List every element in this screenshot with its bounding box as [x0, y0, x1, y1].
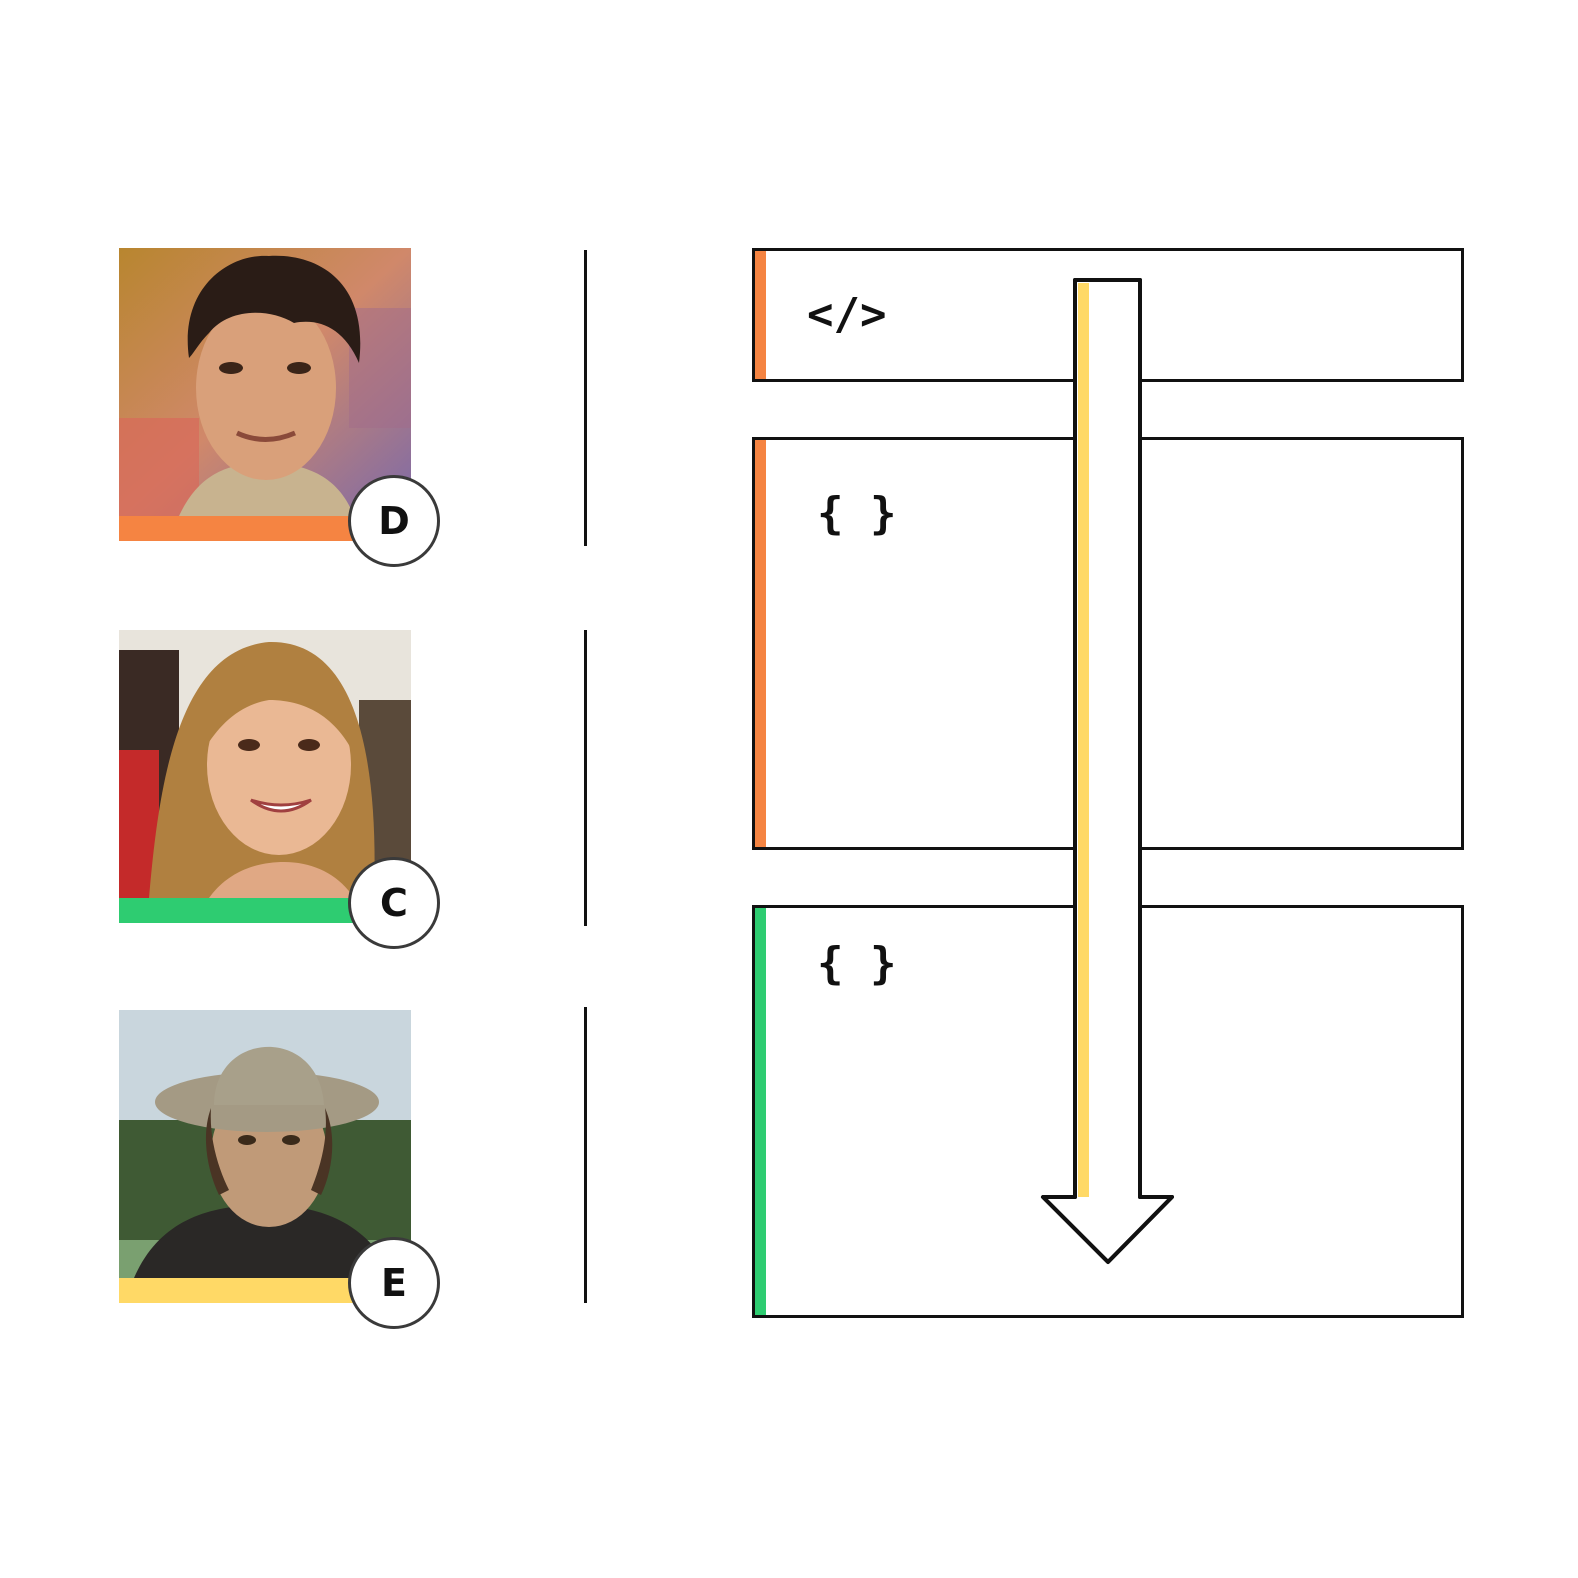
code-block-accent: [755, 251, 766, 379]
code-block-html: </>: [752, 248, 1464, 382]
code-block-accent: [755, 908, 766, 1315]
person-letter-badge: D: [348, 475, 440, 567]
person-photo: [119, 630, 411, 898]
person-letter-badge: C: [348, 857, 440, 949]
vertical-separator: [584, 630, 587, 926]
person-photo-image: [119, 248, 411, 516]
person-photo-image: [119, 630, 411, 898]
code-block-object: { }: [752, 437, 1464, 850]
person-photo: [119, 1010, 411, 1278]
person-card-c: C: [119, 630, 440, 949]
person-photo: [119, 248, 411, 516]
curly-braces-icon: { }: [817, 488, 897, 539]
curly-braces-icon: { }: [817, 938, 897, 989]
code-tag-icon: </>: [807, 289, 887, 340]
person-photo-image: [119, 1010, 411, 1278]
code-block-accent: [755, 440, 766, 847]
person-card-d: D: [119, 248, 440, 567]
vertical-separator: [584, 1007, 587, 1303]
code-block-object: { }: [752, 905, 1464, 1318]
vertical-separator: [584, 250, 587, 546]
person-letter-badge: E: [348, 1237, 440, 1329]
person-card-e: E: [119, 1010, 440, 1329]
